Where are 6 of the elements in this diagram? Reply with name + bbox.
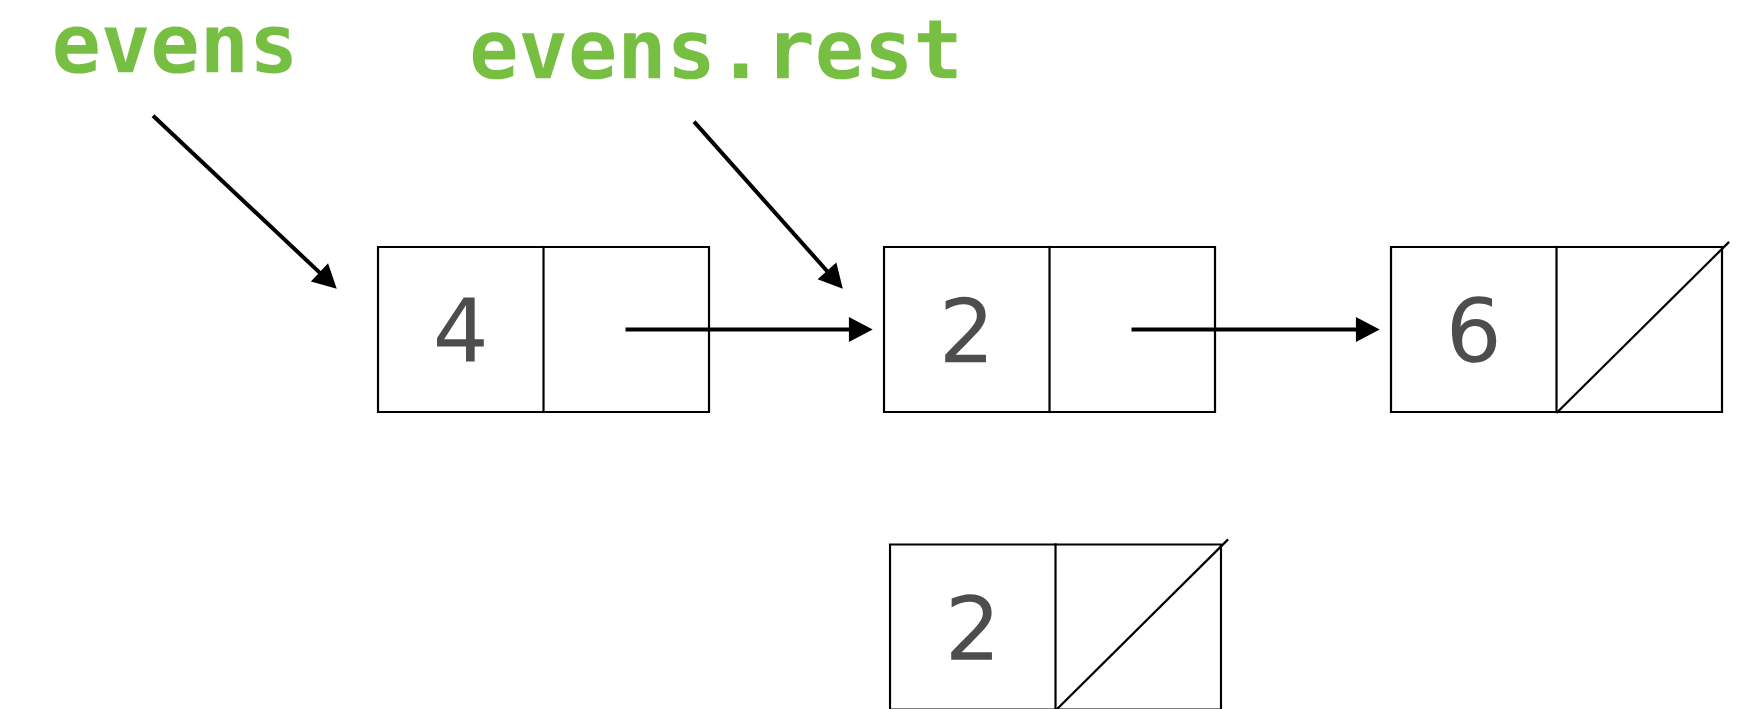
list-node-box: 6: [1389, 241, 1730, 414]
list-node-box: 2: [888, 538, 1229, 709]
list-node-box: 2: [882, 245, 1217, 414]
list-node-box: 4: [376, 245, 711, 414]
variable-name: evens: [55, 26, 292, 74]
variable-name: evens.rest: [472, 20, 957, 80]
